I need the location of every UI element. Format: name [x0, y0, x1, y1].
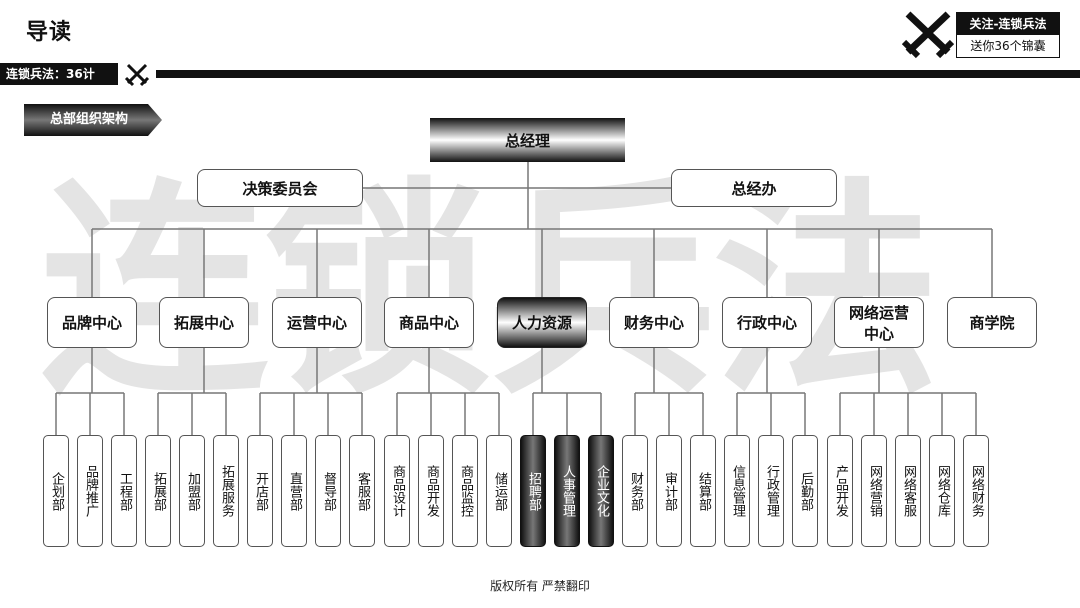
org-center-brand: 品牌中心 [47, 297, 137, 348]
org-dept-node: 网络营销 [861, 435, 887, 547]
section-tag-arrow-shape [24, 104, 162, 136]
org-center-finance: 财务中心 [609, 297, 699, 348]
org-dept-node: 产品开发 [827, 435, 853, 547]
org-center-expansion: 拓展中心 [159, 297, 249, 348]
org-dept-node: 督导部 [315, 435, 341, 547]
org-dept-node: 商品监控 [452, 435, 478, 547]
org-node-committee: 决策委员会 [197, 169, 363, 207]
org-center-academy: 商学院 [947, 297, 1037, 348]
org-node-ceo: 总经理 [430, 118, 625, 162]
org-dept-node: 结算部 [690, 435, 716, 547]
org-dept-node: 开店部 [247, 435, 273, 547]
org-dept-node: 信息管理 [724, 435, 750, 547]
org-center-online-ops: 网络运营中心 [834, 297, 924, 348]
org-dept-node: 客服部 [349, 435, 375, 547]
org-dept-node: 商品开发 [418, 435, 444, 547]
watermark-text: 连锁兵法 [40, 159, 940, 425]
org-dept-node: 后勤部 [792, 435, 818, 547]
org-center-hr: 人力资源 [497, 297, 587, 348]
org-dept-node: 网络仓库 [929, 435, 955, 547]
org-dept-node-highlight: 招聘部 [520, 435, 546, 547]
copyright-footer: 版权所有 严禁翻印 [490, 579, 590, 593]
org-dept-node: 网络客服 [895, 435, 921, 547]
crossed-swords-logo-icon [902, 11, 954, 59]
org-dept-node: 工程部 [111, 435, 137, 547]
section-tag: 总部组织架构 [24, 104, 162, 136]
org-dept-node: 品牌推广 [77, 435, 103, 547]
org-dept-node-highlight: 企业文化 [588, 435, 614, 547]
org-dept-node: 企划部 [43, 435, 69, 547]
org-dept-node: 行政管理 [758, 435, 784, 547]
org-dept-node-highlight: 人事管理 [554, 435, 580, 547]
org-dept-node: 拓展部 [145, 435, 171, 547]
crossed-swords-icon [124, 63, 150, 87]
org-center-admin: 行政中心 [722, 297, 812, 348]
org-center-operations: 运营中心 [272, 297, 362, 348]
promo-gift-label: 送你36个锦囊 [957, 35, 1059, 57]
org-dept-node: 加盟部 [179, 435, 205, 547]
org-dept-node: 拓展服务 [213, 435, 239, 547]
org-dept-node: 财务部 [622, 435, 648, 547]
org-dept-node: 商品设计 [384, 435, 410, 547]
org-center-merchandise: 商品中心 [384, 297, 474, 348]
org-dept-node: 储运部 [486, 435, 512, 547]
section-tag-label: 总部组织架构 [49, 112, 128, 127]
org-dept-node: 直营部 [281, 435, 307, 547]
series-tag: 连锁兵法：36计 [0, 63, 118, 85]
org-dept-node: 网络财务 [963, 435, 989, 547]
org-dept-node: 审计部 [656, 435, 682, 547]
follow-promo-badge[interactable]: 关注-连锁兵法 送你36个锦囊 [956, 12, 1060, 58]
promo-follow-label: 关注-连锁兵法 [957, 13, 1059, 35]
header-divider [156, 70, 1080, 78]
page-title: 导读 [26, 20, 73, 45]
org-node-office: 总经办 [671, 169, 837, 207]
